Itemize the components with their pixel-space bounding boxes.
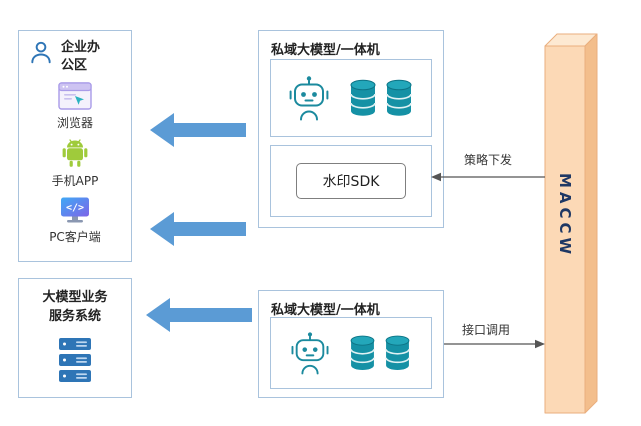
office-item-mobile-app: 手机APP	[51, 138, 99, 189]
service-box: 大模型业务服务系统	[18, 278, 132, 398]
arrow-model-to-browser	[150, 113, 246, 147]
office-item-label-pc: PC客户端	[49, 230, 101, 245]
maccw-label: MACCW	[556, 173, 574, 259]
policy-connector-arrow	[431, 172, 545, 182]
office-item-label-mobile: 手机APP	[51, 174, 99, 189]
model-box-top: 私域大模型/一体机	[258, 30, 444, 228]
person-icon	[28, 39, 54, 65]
api-label: 接口调用	[462, 323, 511, 337]
model-box-bottom: 私域大模型/一体机	[258, 290, 444, 398]
office-box-title: 企业办公区	[61, 40, 101, 74]
office-item-label-browser: 浏览器	[56, 116, 93, 131]
arrow-model-to-service	[146, 298, 252, 332]
server-icon	[57, 335, 93, 385]
policy-label: 策略下发	[464, 153, 513, 167]
watermark-sdk-box: 水印SDK	[295, 163, 407, 199]
model-top-sdk-panel: 水印SDK	[270, 145, 432, 217]
arrow-sdk-to-pc-client	[150, 212, 246, 246]
robot-icon	[290, 330, 330, 376]
office-item-browser: 浏览器	[57, 82, 93, 131]
service-box-title: 大模型业务服务系统	[42, 290, 108, 324]
api-connector-arrow	[444, 339, 545, 349]
robot-icon	[288, 74, 330, 122]
maccw-slab	[544, 33, 598, 414]
code-glyph: </>	[66, 203, 84, 214]
database-icon	[384, 77, 414, 119]
office-box-header: 企业办公区	[19, 31, 109, 75]
watermark-sdk-label: 水印SDK	[322, 174, 380, 190]
model-bottom-ai-panel	[270, 317, 432, 389]
database-icon	[348, 77, 378, 119]
database-icon	[348, 333, 377, 373]
android-icon	[61, 138, 89, 168]
pc-client-icon: </>	[59, 196, 91, 224]
model-top-ai-panel	[270, 59, 432, 137]
database-icon	[383, 333, 412, 373]
model-box-top-title: 私域大模型/一体机	[271, 43, 380, 58]
model-box-bottom-title: 私域大模型/一体机	[271, 303, 380, 318]
office-box: 企业办公区 浏览器	[18, 30, 132, 262]
office-item-pc-client: </> PC客户端	[49, 196, 101, 245]
browser-icon	[58, 82, 92, 111]
